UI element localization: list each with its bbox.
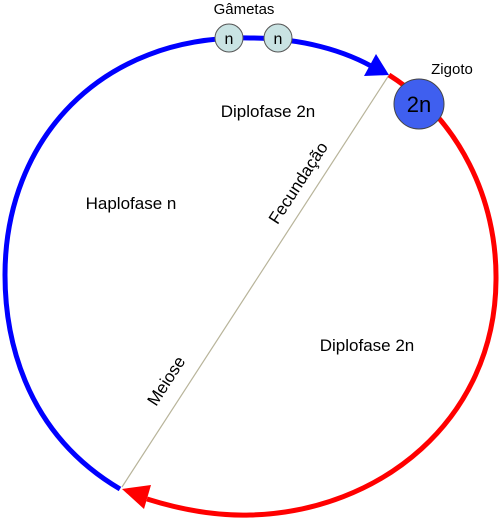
meiosis-label: Meiose <box>143 353 189 409</box>
zygote-title: Zigoto <box>431 61 473 78</box>
diplophase-top-label: Diplofase 2n <box>221 102 316 121</box>
gamete-1: n <box>214 23 244 53</box>
diplophase-arc <box>146 72 499 518</box>
zygote-ploidy-label: 2n <box>407 92 431 117</box>
gamete-2-label: n <box>274 31 283 48</box>
gamete-2: n <box>263 23 293 53</box>
divider-line <box>121 74 390 488</box>
zygote: 2n <box>393 78 445 130</box>
gamete-1-label: n <box>225 31 234 48</box>
gametes-title: Gâmetas <box>214 1 275 18</box>
diplophase-arrowhead <box>122 485 151 509</box>
diplophase-bottom-label: Diplofase 2n <box>320 336 415 355</box>
haplophase-label: Haplofase n <box>86 194 177 213</box>
haplophase-arc <box>2 35 380 492</box>
haplophase-arrowhead <box>364 54 389 76</box>
